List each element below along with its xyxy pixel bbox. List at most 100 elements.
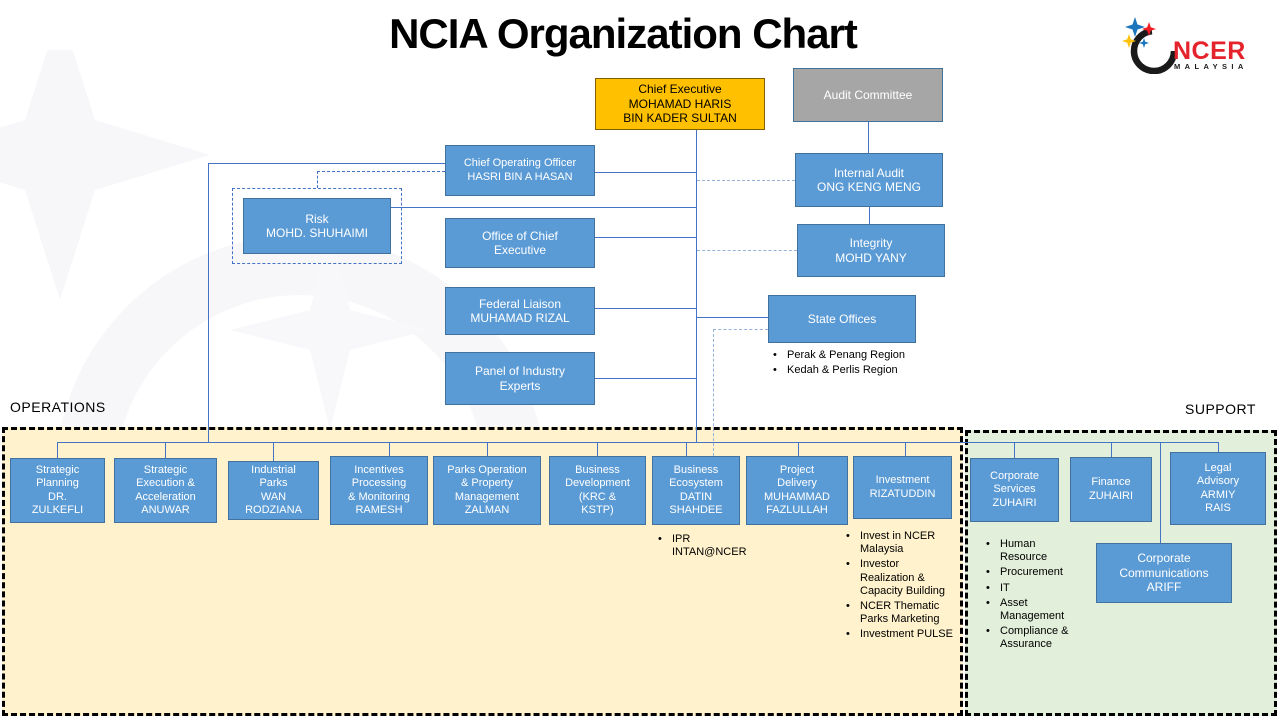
business-ecosystem-bullets: IPR INTAN@NCER (655, 533, 747, 561)
node-label-line: & Monitoring (348, 490, 410, 503)
connector-line (208, 163, 209, 442)
node-label-line: Corporate (990, 470, 1039, 483)
node-label-line: ZUHAIRI (1089, 489, 1133, 502)
node-label-line: RAMESH (355, 503, 403, 516)
bullet-item: Compliance & Assurance (983, 625, 1075, 651)
bullet-item: Asset Management (983, 597, 1075, 623)
investment-bullets: Invest in NCER MalaysiaInvestor Realizat… (843, 530, 953, 644)
connector-line (1218, 442, 1219, 452)
connector-line (391, 207, 696, 208)
node-label-line: ARIFF (1146, 580, 1182, 595)
node-label-line: FAZLULLAH (766, 503, 828, 516)
node-label-line: (KRC & (578, 490, 617, 503)
node-label-line: Business (673, 464, 719, 477)
node-label-line: RAIS (1205, 501, 1231, 514)
connector-line (713, 329, 714, 456)
connector-line (696, 130, 697, 442)
connector-line (697, 180, 795, 181)
node-label-line: Processing (351, 477, 407, 490)
node-label-line: & Property (461, 477, 513, 490)
node-label-line: ZULKEFLI (31, 503, 84, 516)
node-label-line: Chief Operating Officer (463, 157, 577, 170)
connector-line (165, 442, 166, 458)
node-label-line: Office of Chief (482, 228, 558, 243)
node-label-line: RIZATUDDIN (869, 487, 936, 500)
node-label-line: Chief Executive (638, 82, 722, 97)
connector-line (686, 442, 687, 456)
node-label-line: Experts (499, 378, 541, 393)
connector-line (317, 171, 318, 188)
node-label-line: Planning (36, 477, 79, 490)
logo-crescent (1130, 27, 1178, 74)
logo-star-small-blue-icon (1139, 38, 1149, 48)
connector-line (317, 171, 445, 172)
connector-line (595, 237, 696, 238)
connector-line (1111, 442, 1112, 457)
node-label-line: Panel of Industry (474, 364, 566, 379)
node-label-line: Delivery (777, 477, 817, 490)
logo-star-yellow-icon (1122, 34, 1136, 48)
connector-line (487, 442, 488, 456)
logo-star-blue-icon (1125, 17, 1145, 37)
bullet-item: IPR INTAN@NCER (655, 533, 747, 559)
node-label-line: MOHD YANY (835, 250, 907, 265)
node-label-line: MOHD. SHUHAIMI (266, 226, 368, 240)
connector-line (57, 442, 1218, 443)
logo-country-text: MALAYSIA (1174, 62, 1248, 71)
node-label-line: Project (779, 464, 815, 477)
node-label-line: Internal Audit (833, 165, 905, 180)
node-label-line: State Offices (807, 311, 877, 326)
node-label-line: Incentives (354, 464, 404, 477)
node-label-line: ZALMAN (464, 503, 510, 516)
node-label-line: WAN (260, 490, 287, 503)
state-offices-box: State Offices (768, 295, 916, 343)
connector-line (273, 442, 274, 461)
node-label-line: KSTP) (581, 503, 614, 516)
node-label-line: Services (993, 483, 1036, 496)
node-label-line: Risk (305, 211, 329, 226)
connector-line (389, 442, 390, 456)
node-label-line: Federal Liaison (478, 296, 562, 311)
node-label-line: DR. (48, 490, 67, 503)
risk-dashed-frame (232, 188, 402, 264)
logo-star-red-icon (1142, 22, 1156, 36)
bullet-item: Procurement (983, 566, 1075, 579)
connector-line (696, 317, 768, 318)
support-label: SUPPORT (1185, 401, 1256, 417)
node-label-line: Management (454, 490, 520, 503)
node-label-line: HASRI BIN A HASAN (467, 170, 573, 183)
node-label-line: Integrity (849, 236, 893, 251)
connector-line (1160, 442, 1161, 543)
node-label-line: Corporate (1137, 551, 1191, 566)
node-label-line: MUHAMMAD (764, 490, 830, 503)
node-label-line: Industrial (251, 464, 296, 477)
bullet-item: Perak & Penang Region (770, 349, 930, 362)
logo-brand-text: NCER (1173, 37, 1246, 65)
node-label-line: Strategic (143, 464, 188, 477)
node-label-line: BIN KADER SULTAN (623, 111, 737, 126)
connector-line (713, 329, 768, 330)
connector-line (1014, 442, 1015, 458)
connector-line (697, 250, 797, 251)
connector-line (595, 308, 696, 309)
node-label-line: Audit Committee (823, 87, 913, 102)
page-title: NCIA Organization Chart (389, 10, 858, 57)
node-label-line: Executive (493, 243, 547, 257)
node-label-line: ZUHAIRI (992, 496, 1037, 509)
bullet-item: Investment PULSE (843, 628, 953, 641)
bullet-item: Human Resource (983, 538, 1075, 564)
